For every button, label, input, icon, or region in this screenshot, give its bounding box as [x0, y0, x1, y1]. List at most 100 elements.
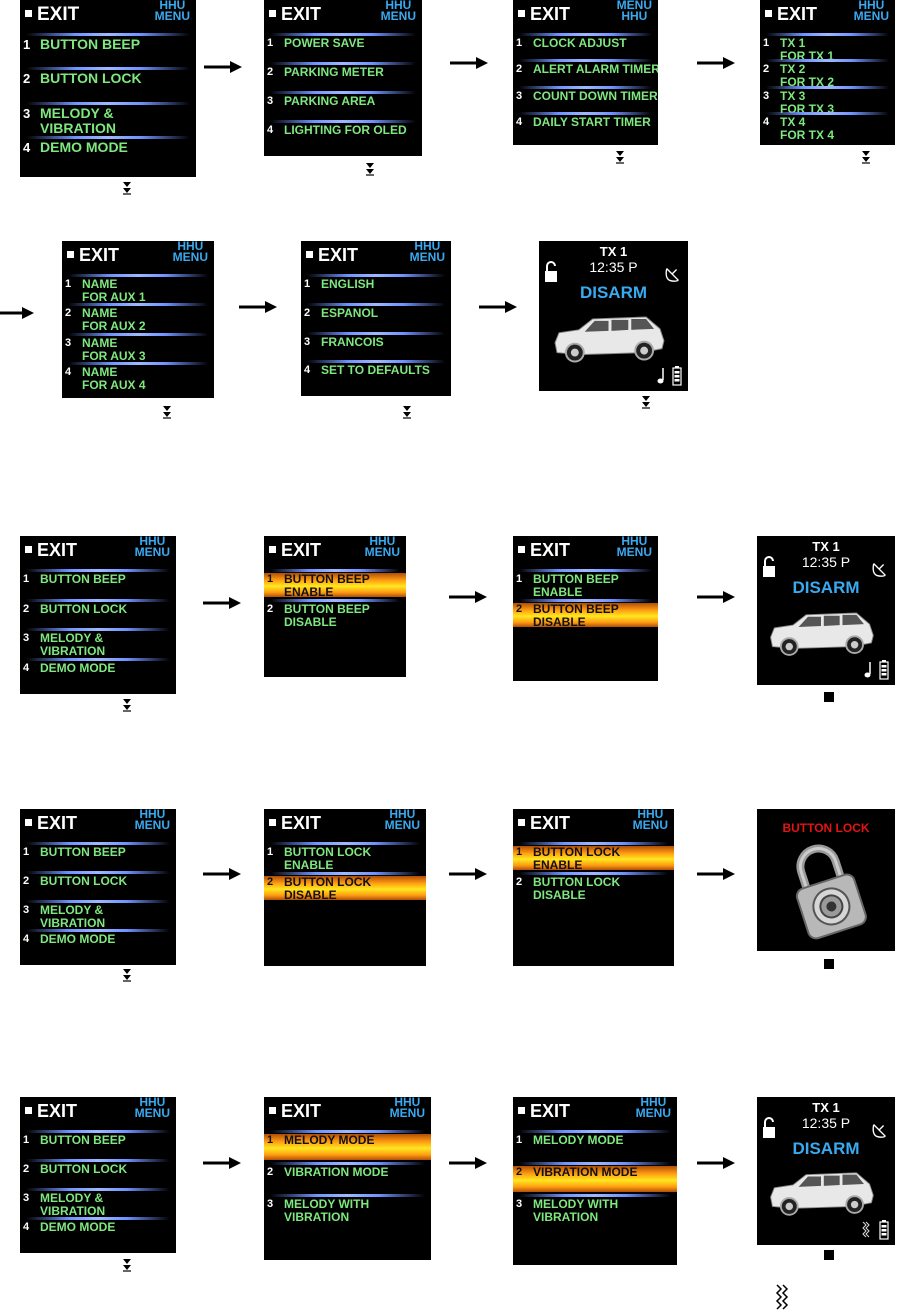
menu-item-number: 2	[267, 66, 274, 78]
exit-label: EXIT	[37, 540, 78, 560]
menu-item-label: BUTTON LOCK	[40, 601, 128, 616]
padlock-icon	[795, 844, 867, 940]
menu-separator	[307, 302, 445, 306]
arrow-right-icon	[203, 868, 241, 880]
menu-item-label: ALERT ALARM TIMER	[533, 62, 658, 77]
exit-square-icon	[269, 1107, 276, 1114]
exit-square-icon	[25, 1107, 32, 1114]
menu-separator	[519, 85, 652, 89]
menu-item-number: 4	[23, 933, 30, 945]
menu-separator	[766, 59, 889, 63]
menu-item-label: MELODY &VIBRATION	[40, 631, 106, 658]
menu-item-number: 3	[304, 335, 311, 348]
menu-item-label: LIGHTING FOR OLED	[284, 123, 407, 137]
menu-separator	[270, 842, 420, 845]
menu-separator	[519, 872, 668, 875]
menu-item-label: COUNT DOWN TIMER	[533, 88, 658, 103]
menu-item-label: FRANCOIS	[321, 334, 384, 349]
menu-item-label: DAILY START TIMER	[533, 114, 651, 129]
arrow-right-icon	[697, 591, 735, 603]
menu-separator	[307, 274, 445, 277]
menu-separator	[270, 33, 416, 36]
menu-item-number: 1	[763, 37, 770, 49]
unlocked-icon	[763, 1117, 775, 1138]
menu-item-number: 3	[763, 89, 770, 102]
down-arrow-icon	[366, 163, 374, 176]
down-arrow-icon	[642, 396, 650, 409]
exit-label: EXIT	[37, 813, 78, 833]
menu-item-number: 4	[23, 1221, 30, 1233]
menu-item: 3 MELODY &VIBRATION	[20, 1191, 176, 1218]
menu-item-number: 3	[23, 632, 30, 644]
menu-item-number: 3	[23, 1192, 30, 1204]
menu-item-number: 3	[267, 1198, 274, 1210]
menu-separator	[26, 1217, 170, 1220]
music-note-icon	[657, 368, 664, 384]
menu-item-number: 3	[516, 1198, 523, 1210]
transmitter-label: TX 1	[812, 539, 840, 554]
menu-item-number: 2	[23, 1163, 30, 1175]
down-arrow-icon	[403, 406, 411, 419]
menu-item-label: BUTTON LOCK	[40, 1162, 128, 1176]
menu-separator	[26, 929, 170, 932]
stop-square-icon	[824, 959, 834, 969]
arrow-right-icon	[203, 1157, 241, 1169]
car-image	[770, 612, 874, 656]
antenna-icon	[872, 563, 886, 577]
down-arrow-icon	[123, 182, 131, 195]
exit-square-icon	[25, 819, 32, 826]
arrow-right-icon	[479, 301, 517, 313]
menu-item-label: VIBRATION MODE	[533, 1165, 638, 1179]
car-image	[554, 316, 665, 363]
menu-separator	[26, 101, 190, 105]
exit-square-icon	[269, 546, 276, 553]
menu-item-number: 2	[516, 603, 523, 615]
screen-button-lock: BUTTON LOCK	[757, 809, 895, 951]
menu-item-number: 4	[65, 365, 72, 378]
exit-square-icon	[269, 10, 276, 17]
clock-time: 12:35 P	[801, 554, 851, 570]
menu-item-number: 2	[23, 602, 30, 615]
menu-item-label: BUTTON BEEP	[40, 845, 126, 859]
menu-item-number: 1	[267, 573, 274, 585]
menu-item-label: MELODY &VIBRATION	[40, 1191, 106, 1218]
menu-item-number: 1	[267, 37, 274, 49]
menu-item-number: 1	[516, 573, 523, 585]
